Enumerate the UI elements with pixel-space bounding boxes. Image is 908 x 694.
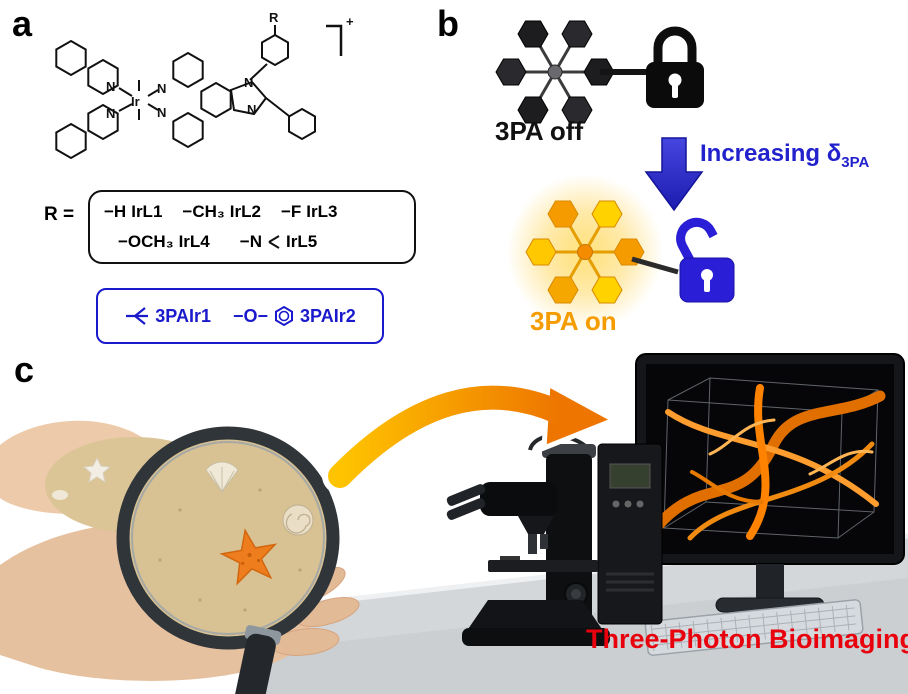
microscope-graphic [446,433,663,646]
controller-tower [597,443,663,625]
pa-compound-item: 3PAIr1 [124,304,211,328]
compound-name: IrL3 [306,202,338,221]
r-group-item: −F IrL3 [281,202,338,222]
r-substituent: −OCH₃ [118,232,174,251]
on-connector-rod [631,256,679,275]
r-definition-box: −H IrL1 −CH₃ IrL2 −F IrL3 −OCH₃ IrL4 −N [88,190,416,264]
r-substituent: −N [239,232,262,251]
eyepiece [446,498,486,520]
r-group-row: −H IrL1 −CH₃ IrL2 −F IrL3 [104,202,400,222]
r-substituent: −H [104,202,127,221]
ligand-rings [55,25,316,160]
panel-c-label: c [14,349,35,390]
hexflake-on-icon [507,174,663,330]
n-atom-label: N [106,79,115,94]
stage [488,560,598,572]
curved-arrow-icon [322,379,620,494]
magnifier-ring [116,426,340,650]
lock-closed-icon [646,26,704,108]
hexflake-off-icon [495,20,615,124]
arrow-label: Increasing δ3PA [700,140,869,171]
bioimaging-caption: Three-Photon Bioimaging [586,624,908,654]
r-substituent: −CH₃ [182,202,225,221]
n-atom-label: N [157,81,166,96]
on-label: 3PA on [530,306,617,336]
small-shell-icon [52,490,68,500]
delta-subscript: 3PA [841,153,870,171]
hands-magnifier-graphic [0,420,360,694]
metal-label: Ir [131,94,140,109]
spiral-shell-icon [282,504,314,536]
objective [528,534,537,554]
benzene-icon [275,305,294,327]
compound-name: 3PAIr2 [300,305,356,326]
scope-head [480,482,558,516]
compound-name: IrL2 [229,202,261,221]
scope-base [466,600,604,632]
nosepiece [518,516,554,534]
r-substituent: −O− [232,305,269,326]
sand-speckles [158,488,302,612]
n-atom-label: N [106,106,115,121]
r-substituent-label: R [269,10,279,25]
monitor-graphic [635,353,905,613]
keyboard-icon [644,599,864,656]
r-substituent: −F [280,202,302,221]
r-group-item: −CH₃ IrL2 [182,202,261,222]
screen-vessels [650,384,886,541]
scallop-shell-icon [205,461,239,493]
ir-complex-structure: Ir N N N N N N R + [55,10,354,160]
magnifier-handle [221,625,282,694]
panel-a-label: a [12,3,33,44]
n-atom-label: N [244,75,253,90]
dimethylamino-bonds-icon [268,235,280,249]
orange-starfish-icon [219,528,278,586]
r-group-item: −OCH₃ IrL4 [118,232,210,252]
compound-name: IrL4 [178,232,210,251]
tert-butyl-icon [126,307,149,325]
r-equals-label: R = [44,204,75,225]
charge-bracket [326,24,343,56]
r-group-item: −H IrL1 [104,202,162,222]
panel-b-label: b [437,3,459,44]
off-label: 3PA off [495,116,584,146]
magnifier-lens [123,433,333,643]
compound-name: IrL1 [131,202,163,221]
white-starfish-icon [82,456,112,484]
compound-name: IrL5 [285,232,318,251]
blue-compound-box: 3PAIr1 −O− 3PAIr2 [96,288,384,344]
arrow-label-text: Increasing δ [700,140,842,167]
increase-arrow-icon [644,137,704,212]
objective [540,534,548,549]
panel-b-graphic [495,20,735,330]
n-atom-label: N [157,105,166,120]
monitor-stand [756,564,784,598]
charge-label: + [346,14,354,29]
eyepiece [446,484,486,506]
n-atom-label: N [247,102,256,117]
pa-compound-item: −O− 3PAIr2 [233,305,356,327]
r-group-row: −OCH₃ IrL4 −N IrL5 [104,232,400,252]
lock-open-icon [676,217,735,303]
compound-name: 3PAIr1 [155,305,211,326]
r-group-item: −N IrL5 [240,232,317,252]
